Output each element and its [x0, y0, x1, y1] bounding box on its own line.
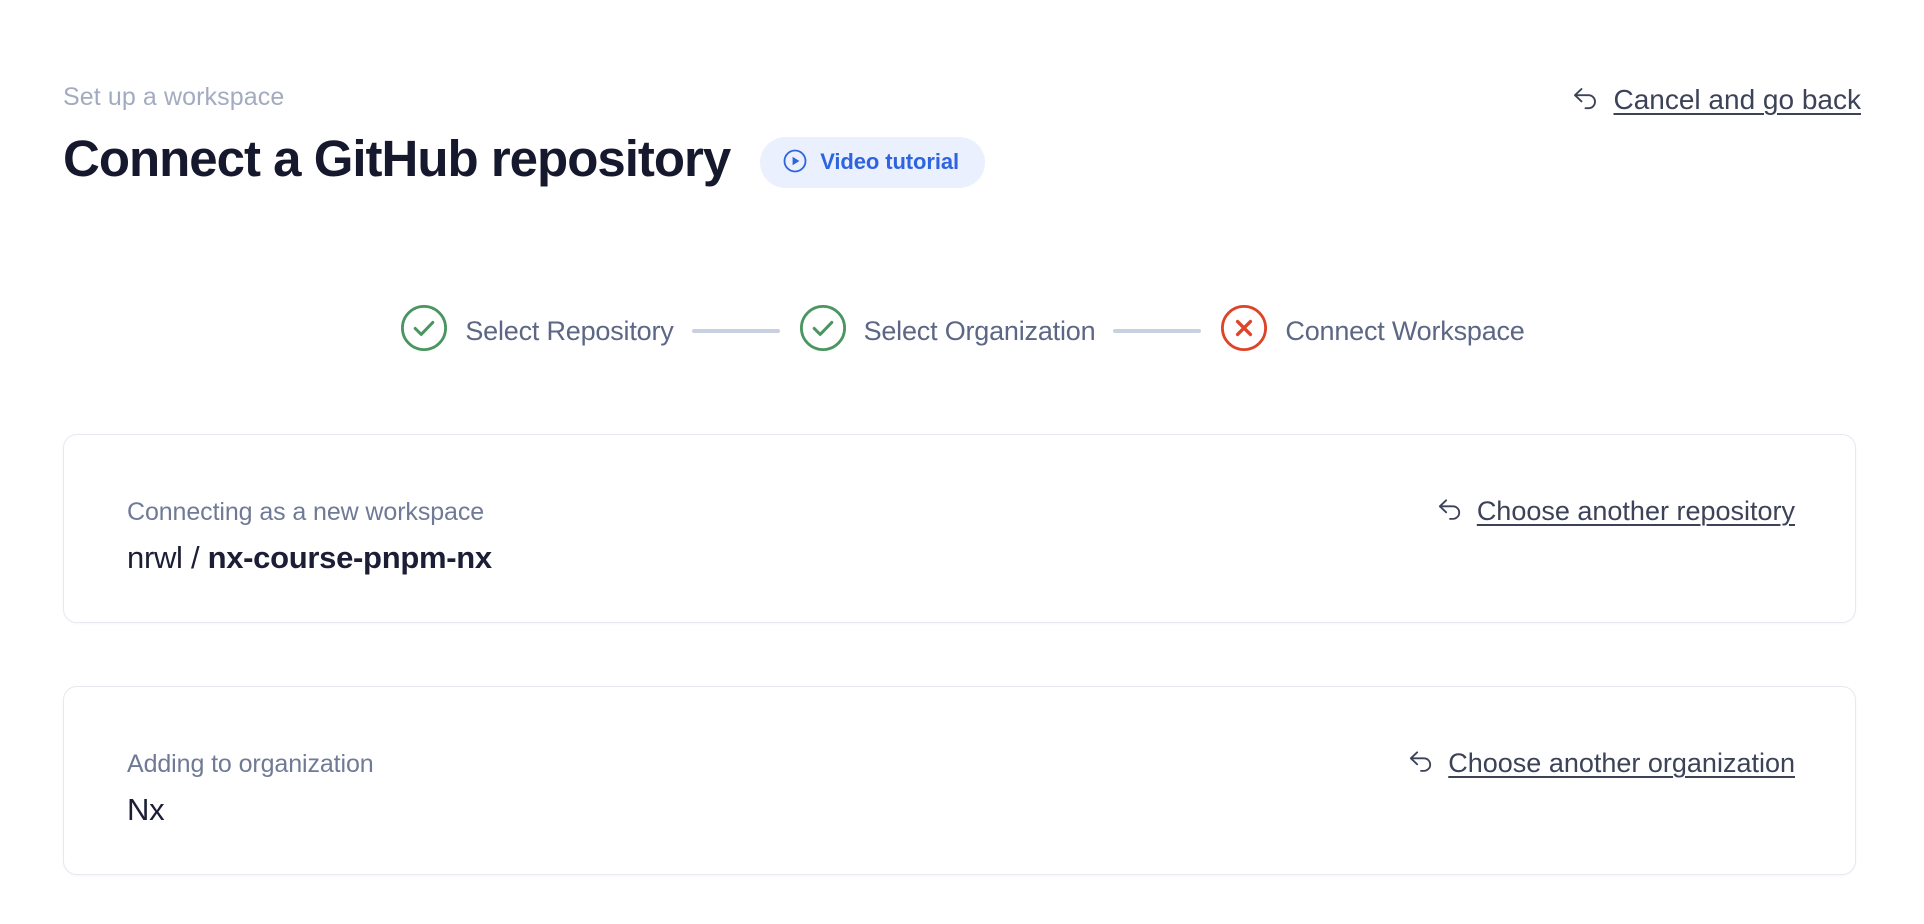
back-arrow-icon — [1407, 748, 1436, 779]
step-label-select-organization: Select Organization — [863, 315, 1096, 346]
step-label-connect-workspace: Connect Workspace — [1285, 315, 1525, 346]
play-circle-icon — [782, 148, 808, 177]
repository-card-caption: Connecting as a new workspace — [127, 498, 485, 526]
step-label-select-repository: Select Repository — [465, 315, 674, 346]
back-arrow-icon — [1436, 496, 1465, 527]
video-tutorial-button[interactable]: Video tutorial — [760, 136, 985, 188]
organization-card-inner: Adding to organization Nx Choose another… — [64, 687, 1855, 874]
choose-another-organization-link[interactable]: Choose another organization — [1407, 747, 1795, 780]
back-arrow-icon — [1571, 85, 1601, 116]
step-connector-2 — [1113, 328, 1202, 333]
organization-name: Nx — [127, 792, 165, 827]
check-circle-icon — [399, 303, 449, 358]
check-circle-icon — [798, 303, 848, 358]
step-connector-1 — [691, 328, 780, 333]
repository-name: nx-course-pnpm-nx — [207, 540, 493, 575]
title-row: Connect a GitHub repository Video tutori… — [63, 129, 1861, 189]
cancel-and-go-back-link[interactable]: Cancel and go back — [1571, 83, 1861, 117]
progress-stepper: Select Repository Select Organization Co… — [0, 303, 1924, 358]
organization-card-caption: Adding to organization — [127, 750, 374, 778]
organization-card: Adding to organization Nx Choose another… — [63, 686, 1856, 875]
step-select-repository[interactable]: Select Repository — [399, 303, 674, 358]
step-select-organization[interactable]: Select Organization — [798, 303, 1096, 358]
video-tutorial-label: Video tutorial — [820, 149, 959, 174]
choose-another-repository-label: Choose another repository — [1476, 496, 1795, 526]
repository-card: Connecting as a new workspace nrwl / nx-… — [63, 434, 1856, 623]
page-title: Connect a GitHub repository — [63, 130, 731, 187]
page-header: Set up a workspace Connect a GitHub repo… — [63, 82, 1861, 192]
repository-owner: nrwl / — [127, 540, 208, 575]
cancel-and-go-back-label: Cancel and go back — [1613, 84, 1861, 115]
repository-card-value: nrwl / nx-course-pnpm-nx — [127, 539, 1795, 577]
choose-another-repository-link[interactable]: Choose another repository — [1436, 495, 1795, 528]
breadcrumb-eyebrow: Set up a workspace — [63, 83, 285, 111]
choose-another-organization-label: Choose another organization — [1448, 748, 1795, 778]
x-circle-icon — [1219, 303, 1269, 358]
step-connect-workspace[interactable]: Connect Workspace — [1219, 303, 1525, 358]
repository-card-inner: Connecting as a new workspace nrwl / nx-… — [64, 435, 1855, 622]
organization-card-value: Nx — [127, 791, 1795, 829]
